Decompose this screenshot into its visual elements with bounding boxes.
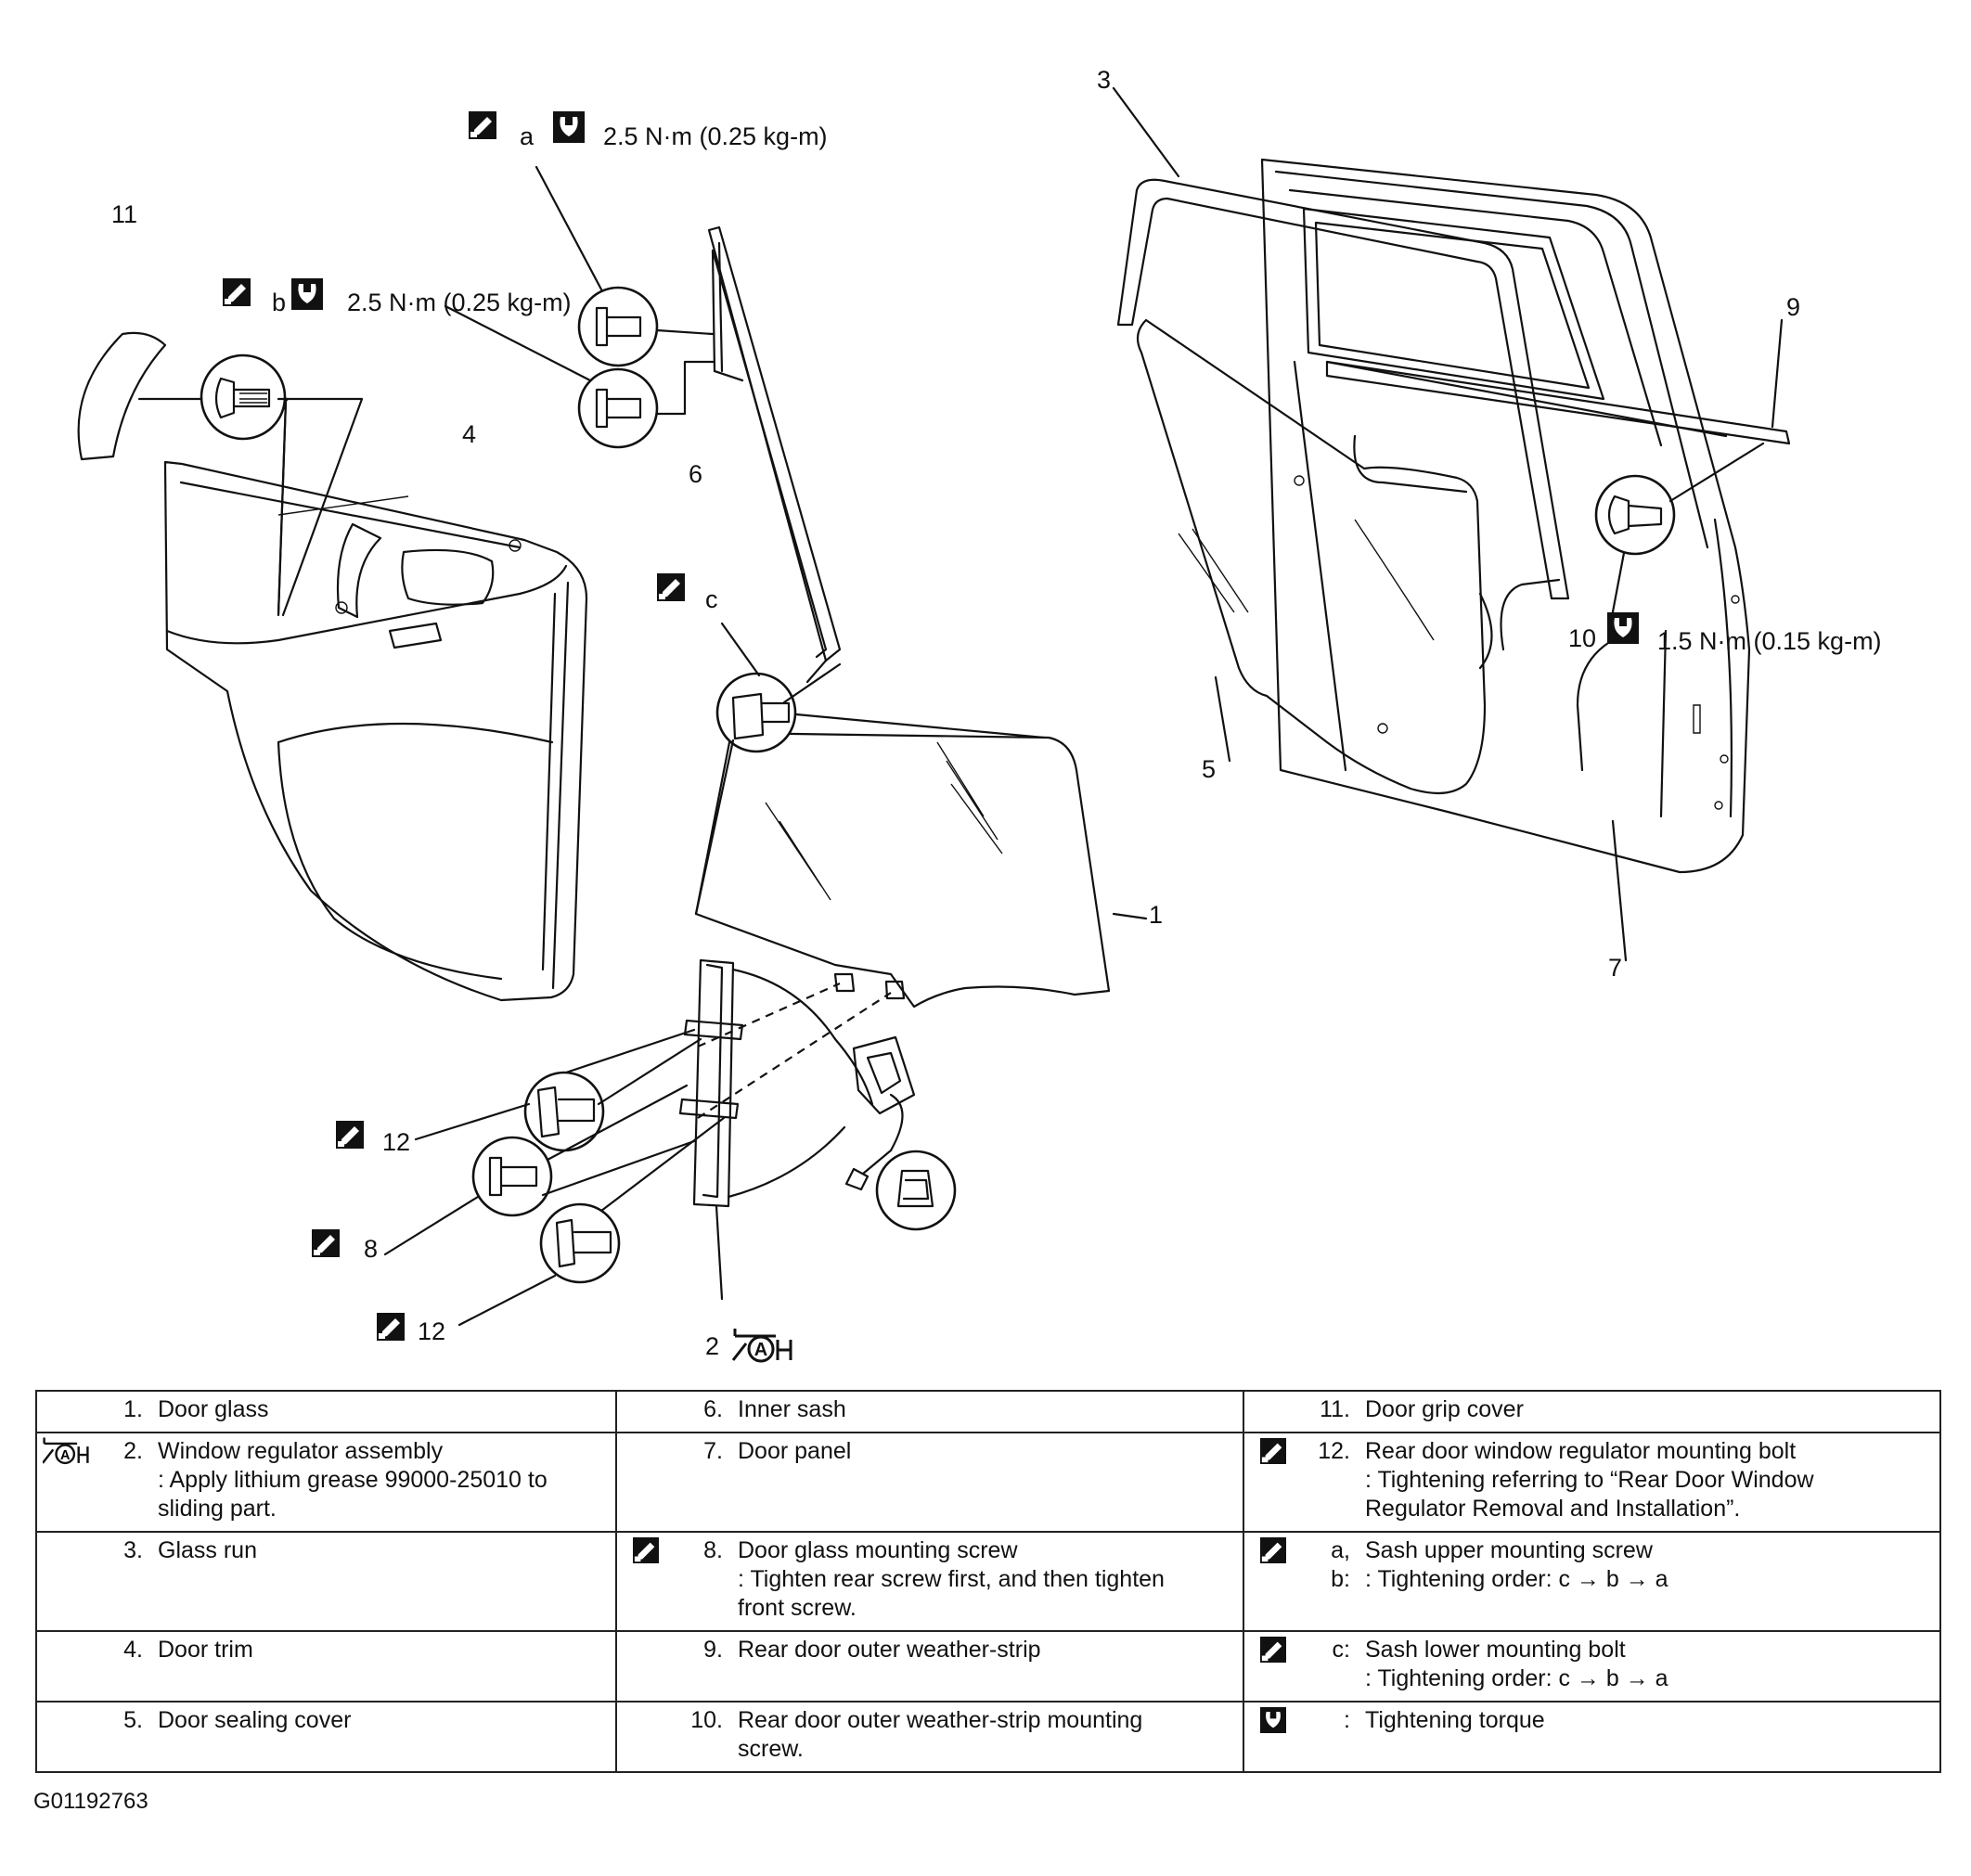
rear-door-outer-weather-strip bbox=[1325, 360, 1791, 445]
torque-b-value: 2.5 N·m (0.25 kg-m) bbox=[347, 289, 572, 316]
torque-wrench-icon bbox=[1607, 612, 1639, 644]
door-sealing-cover bbox=[1136, 318, 1487, 795]
inner-sash bbox=[707, 225, 842, 662]
callout-8: 8 bbox=[364, 1235, 378, 1263]
door-trim bbox=[163, 460, 588, 1002]
thread-lock-icon bbox=[377, 1313, 405, 1341]
thread-lock-icon bbox=[336, 1121, 364, 1149]
legend-name: Tightening torque bbox=[1365, 1707, 1545, 1733]
exploded-door-diagram: A bbox=[77, 66, 1882, 1363]
legend-cell: 1.Door glass bbox=[35, 1390, 617, 1433]
legend-note: screw. bbox=[738, 1736, 804, 1762]
legend-cell: 10.Rear door outer weather-strip mountin… bbox=[615, 1701, 1244, 1773]
callout-6: 6 bbox=[689, 460, 702, 488]
door-glass bbox=[694, 731, 1111, 1009]
thread-lock-icon bbox=[223, 278, 251, 306]
legend-name: Door glass mounting screw bbox=[738, 1537, 1018, 1563]
legend-name: Window regulator assembly bbox=[158, 1438, 444, 1464]
legend-cell: 12. Rear door window regulator mounting … bbox=[1243, 1432, 1941, 1533]
legend-name: Sash upper mounting screw bbox=[1365, 1537, 1653, 1563]
legend-cell: A 2. Window regulator assembly: Apply li… bbox=[35, 1432, 617, 1533]
callout-b: b bbox=[272, 289, 286, 316]
svg-text:A: A bbox=[60, 1448, 71, 1463]
torque-a-value: 2.5 N·m (0.25 kg-m) bbox=[603, 122, 828, 150]
legend-name: Door grip cover bbox=[1365, 1396, 1524, 1422]
callout-12-lower: 12 bbox=[418, 1317, 445, 1345]
callout-1: 1 bbox=[1149, 901, 1163, 929]
grease-A-icon bbox=[731, 1327, 792, 1363]
torque-wrench-icon bbox=[1260, 1707, 1286, 1733]
legend-cell: 7.Door panel bbox=[615, 1432, 1244, 1533]
legend-note: : Tightening referring to “Rear Door Win… bbox=[1365, 1467, 1814, 1493]
thread-lock-icon bbox=[312, 1229, 340, 1257]
legend-cell: 6.Inner sash bbox=[615, 1390, 1244, 1433]
door-panel bbox=[1260, 158, 1751, 874]
legend-note: front screw. bbox=[738, 1595, 857, 1621]
callout-5: 5 bbox=[1202, 755, 1216, 783]
parts-legend-table: 1.Door glass 6.Inner sash 11.Door grip c… bbox=[35, 1390, 1941, 1773]
legend-note: : Apply lithium grease 99000-25010 to bbox=[158, 1467, 548, 1493]
legend-cell: : Tightening torque bbox=[1243, 1701, 1941, 1773]
door-grip-cover bbox=[77, 331, 167, 461]
callout-c: c bbox=[705, 585, 718, 613]
thread-lock-icon bbox=[1260, 1637, 1286, 1663]
legend-cell: 11.Door grip cover bbox=[1243, 1390, 1941, 1433]
legend-note: : Tighten rear screw first, and then tig… bbox=[738, 1566, 1165, 1592]
legend-name: Rear door window regulator mounting bolt bbox=[1365, 1438, 1797, 1464]
thread-lock-icon bbox=[469, 111, 496, 139]
thread-lock-icon bbox=[1260, 1438, 1286, 1464]
legend-cell: 8. Door glass mounting screw: Tighten re… bbox=[615, 1531, 1244, 1632]
legend-name: Door trim bbox=[158, 1637, 253, 1663]
callout-a: a bbox=[520, 122, 535, 150]
legend-cell: 9.Rear door outer weather-strip bbox=[615, 1630, 1244, 1703]
legend-name: Rear door outer weather-strip mounting bbox=[738, 1707, 1143, 1733]
glass-run bbox=[1116, 178, 1570, 600]
legend-name: Sash lower mounting bolt bbox=[1365, 1637, 1626, 1663]
legend-cell: c: Sash lower mounting bolt: Tightening … bbox=[1243, 1630, 1941, 1703]
grease-A-icon: A bbox=[43, 1437, 89, 1465]
legend-note: sliding part. bbox=[158, 1496, 277, 1522]
callout-3: 3 bbox=[1097, 66, 1111, 94]
callout-11: 11 bbox=[111, 200, 137, 228]
torque-wrench-icon bbox=[553, 111, 585, 143]
callout-2: 2 bbox=[705, 1332, 719, 1360]
thread-lock-icon bbox=[1260, 1537, 1286, 1563]
callout-10: 10 bbox=[1568, 624, 1596, 652]
legend-name: Inner sash bbox=[738, 1396, 846, 1422]
callout-12-upper: 12 bbox=[382, 1128, 410, 1156]
figure-id: G01192763 bbox=[33, 1789, 148, 1814]
legend-name: Door glass bbox=[158, 1396, 269, 1422]
legend-note: : Tightening order: c → b → a bbox=[1365, 1665, 1668, 1691]
callout-9: 9 bbox=[1786, 293, 1800, 321]
thread-lock-icon bbox=[633, 1537, 659, 1563]
thread-lock-icon bbox=[657, 573, 685, 601]
callout-7: 7 bbox=[1608, 954, 1622, 982]
torque-10-value: 1.5 N·m (0.15 kg-m) bbox=[1657, 627, 1882, 655]
legend-cell: a,b: Sash upper mounting screw: Tighteni… bbox=[1243, 1531, 1941, 1632]
legend-name: Door panel bbox=[738, 1438, 852, 1464]
legend-cell: 3.Glass run bbox=[35, 1531, 617, 1632]
legend-cell: 4.Door trim bbox=[35, 1630, 617, 1703]
legend-note: : Tightening order: c → b → a bbox=[1365, 1566, 1668, 1592]
legend-name: Glass run bbox=[158, 1537, 257, 1563]
legend-note: Regulator Removal and Installation”. bbox=[1365, 1496, 1741, 1522]
legend-name: Rear door outer weather-strip bbox=[738, 1637, 1041, 1663]
window-regulator bbox=[678, 958, 916, 1208]
torque-wrench-icon bbox=[291, 278, 323, 310]
legend-cell: 5.Door sealing cover bbox=[35, 1701, 617, 1773]
callout-4: 4 bbox=[462, 420, 476, 448]
legend-name: Door sealing cover bbox=[158, 1707, 352, 1733]
